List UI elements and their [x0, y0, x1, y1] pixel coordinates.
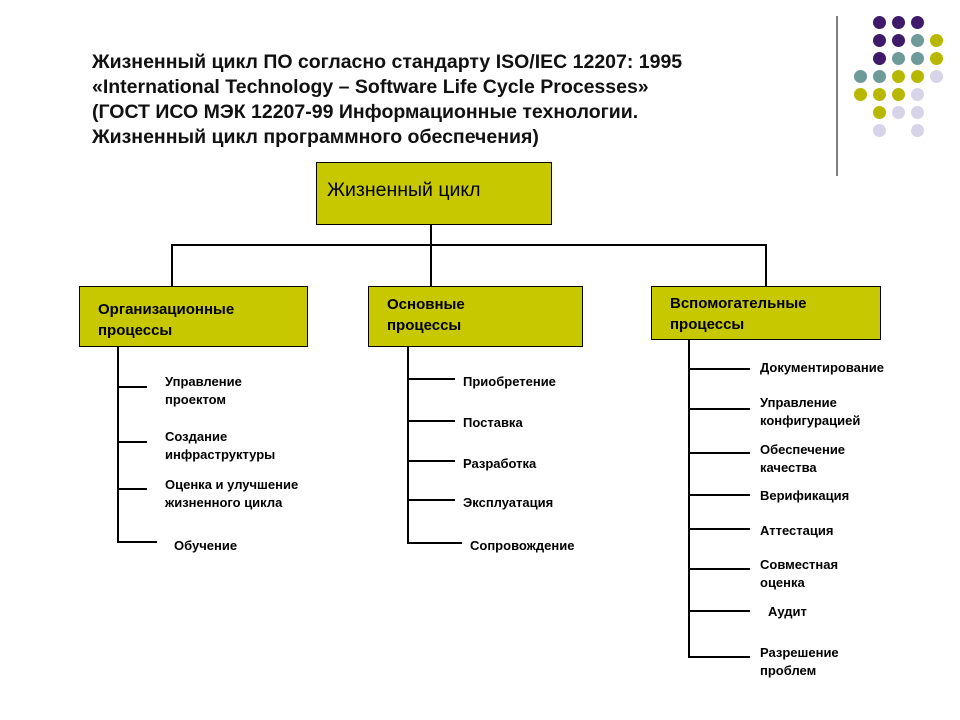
primary-tick: [407, 420, 455, 422]
support-tick: [688, 528, 750, 530]
support-trunk: [688, 340, 690, 658]
title-line-1: Жизненный цикл ПО согласно стандарту ISO…: [92, 51, 683, 73]
branch-connector-support: [765, 244, 767, 286]
org-item-training: Обучение: [174, 538, 238, 553]
decorative-dot: [854, 88, 867, 101]
support-tick: [688, 494, 750, 496]
primary-tick: [407, 378, 455, 380]
branch-connector-org: [171, 244, 173, 286]
title-line-2: «International Technology – Software Lif…: [92, 76, 649, 98]
org-tick: [117, 386, 147, 388]
category-box-organizational: Организационные процессы: [79, 286, 308, 347]
category-label-line2: процессы: [387, 317, 462, 334]
decorative-dot: [930, 34, 943, 47]
decorative-dot: [873, 106, 886, 119]
primary-tick: [407, 499, 455, 501]
support-tick: [688, 452, 750, 454]
support-item-joint-review: Совместная оценка: [760, 557, 839, 590]
decorative-dot: [930, 70, 943, 83]
decorative-dot: [873, 124, 886, 137]
decorative-dot: [873, 70, 886, 83]
support-item-quality: Обеспечение качества: [760, 442, 846, 475]
decorative-dot: [873, 16, 886, 29]
support-item-documentation: Документирование: [760, 360, 884, 375]
root-box-lifecycle: Жизненный цикл: [316, 162, 552, 225]
category-box-primary: Основные процессы: [368, 286, 583, 347]
decorative-divider: [836, 16, 838, 176]
org-tick: [117, 541, 157, 543]
category-label-line2: процессы: [670, 316, 745, 333]
primary-item-supply: Поставка: [463, 415, 523, 430]
org-trunk: [117, 347, 119, 543]
title-line-4: Жизненный цикл программного обеспечения): [92, 126, 539, 148]
root-label: Жизненный цикл: [327, 179, 481, 201]
category-label-line1: Организационные: [98, 301, 235, 318]
decorative-dot: [930, 52, 943, 65]
primary-tick: [407, 542, 462, 544]
decorative-dot: [892, 106, 905, 119]
decorative-dot: [892, 88, 905, 101]
decorative-dot: [911, 88, 924, 101]
decorative-dot: [892, 70, 905, 83]
slide-title: Жизненный цикл ПО согласно стандарту ISO…: [92, 50, 812, 150]
support-item-verification: Верификация: [760, 488, 850, 503]
root-connector-vertical: [430, 225, 432, 245]
support-tick: [688, 610, 750, 612]
support-tick: [688, 656, 750, 658]
decorative-dot: [911, 34, 924, 47]
decorative-dot: [892, 52, 905, 65]
support-item-problem-resolution: Разрешение проблем: [760, 645, 839, 678]
decorative-dot: [911, 70, 924, 83]
decorative-dot: [911, 16, 924, 29]
decorative-dot: [911, 124, 924, 137]
decorative-dot: [892, 16, 905, 29]
primary-item-maintenance: Сопровождение: [470, 538, 575, 553]
decorative-dot: [873, 52, 886, 65]
decorative-dot: [873, 88, 886, 101]
support-tick: [688, 368, 750, 370]
support-item-configuration: Управление конфигурацией: [760, 395, 861, 428]
root-connector-horizontal: [171, 244, 767, 246]
decorative-dot: [873, 34, 886, 47]
decorative-dot: [911, 106, 924, 119]
primary-item-development: Разработка: [463, 456, 537, 471]
org-tick: [117, 488, 147, 490]
support-tick: [688, 568, 750, 570]
category-label-line1: Основные: [387, 296, 465, 313]
support-item-validation: Аттестация: [760, 523, 834, 538]
support-item-audit: Аудит: [768, 604, 807, 619]
category-label-line1: Вспомогательные: [670, 295, 807, 312]
org-item-project-management: Управление проектом: [165, 374, 242, 407]
primary-item-operation: Эксплуатация: [463, 495, 554, 510]
primary-item-acquisition: Приобретение: [463, 374, 556, 389]
primary-tick: [407, 460, 455, 462]
org-item-infrastructure: Создание инфраструктуры: [165, 429, 276, 462]
decorative-dot: [911, 52, 924, 65]
primary-trunk: [407, 347, 409, 544]
title-line-3: (ГОСТ ИСО МЭК 12207-99 Информационные те…: [92, 101, 639, 123]
decorative-dot: [892, 34, 905, 47]
category-label-line2: процессы: [98, 322, 173, 339]
decorative-dot: [854, 70, 867, 83]
category-box-supporting: Вспомогательные процессы: [651, 286, 881, 340]
branch-connector-main: [430, 244, 432, 286]
org-item-improvement: Оценка и улучшение жизненного цикла: [165, 477, 299, 510]
org-tick: [117, 441, 147, 443]
support-tick: [688, 408, 750, 410]
